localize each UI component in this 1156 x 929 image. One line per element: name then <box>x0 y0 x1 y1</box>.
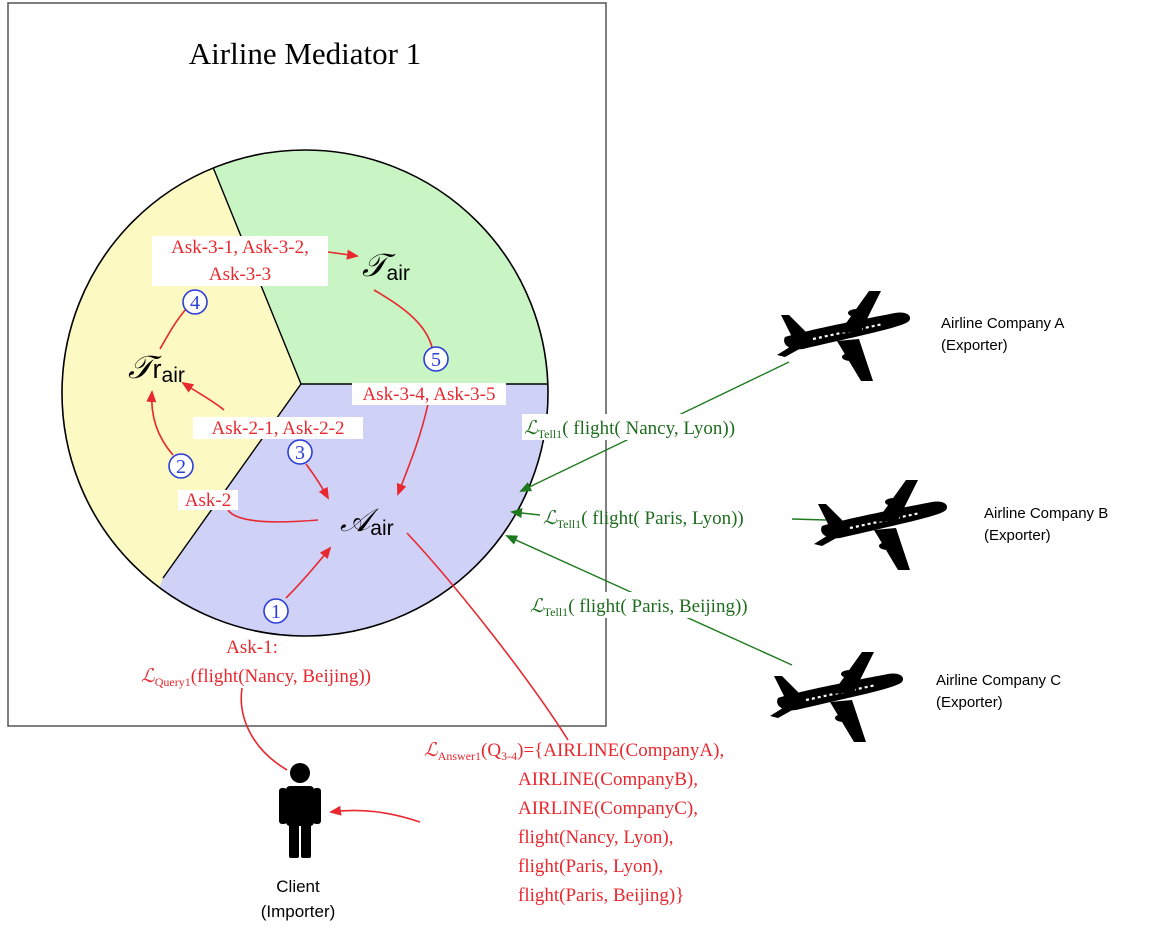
arrow-ask-2 <box>227 509 319 523</box>
label-ask-3-4: Ask-3-4, Ask-3-5 <box>363 384 496 405</box>
label-ask-2-1: Ask-2-1, Ask-2-2 <box>212 418 345 439</box>
airplane-icon-company-c <box>768 650 905 744</box>
answer-line-4: flight(Nancy, Lyon), <box>518 827 673 848</box>
tell-label-c: ℒTell1( flight( Paris, Beijing)) <box>530 596 748 619</box>
airplane-icon-company-b <box>812 478 949 572</box>
a-air-symbol: 𝒜air <box>340 502 394 540</box>
label-ask-2: Ask-2 <box>185 490 231 511</box>
step-2: 2 <box>168 453 194 479</box>
answer-line-3: AIRLINE(CompanyC), <box>518 798 698 819</box>
arrow-ask-2-1 <box>181 381 225 411</box>
client-role: (Importer) <box>261 902 336 921</box>
client-person-icon <box>279 763 321 858</box>
answer-line-6: flight(Paris, Beijing)} <box>518 885 684 906</box>
step-4: 4 <box>182 289 208 315</box>
svg-text:2: 2 <box>176 456 186 478</box>
step-3: 3 <box>287 439 313 465</box>
t-air-symbol: 𝒯air <box>362 247 410 285</box>
mediator-circle <box>62 150 548 636</box>
svg-text:4: 4 <box>190 292 200 314</box>
company-a-role: (Exporter) <box>941 337 1008 354</box>
sector-a-air <box>140 384 548 636</box>
arrow-a-air-to-answer <box>406 532 569 741</box>
answer-line-5: flight(Paris, Lyon), <box>518 856 663 877</box>
step-5: 5 <box>423 346 449 372</box>
label-ask-3-3: Ask-3-3 <box>209 264 271 285</box>
company-b-role: (Exporter) <box>984 527 1051 544</box>
company-b-name: Airline Company B <box>984 505 1108 522</box>
svg-text:1: 1 <box>271 601 281 623</box>
label-query: ℒQuery1(flight(Nancy, Beijing)) <box>141 666 371 689</box>
arrow-step-3 <box>305 463 329 500</box>
label-ask-1: Ask-1: <box>226 637 278 658</box>
svg-text:5: 5 <box>431 349 441 371</box>
arrow-step-4 <box>159 308 187 350</box>
answer-line-1: ℒAnswer1(Q3-4)={AIRLINE(CompanyA), <box>424 740 724 763</box>
tell-label-a: ℒTell1( flight( Nancy, Lyon)) <box>524 418 735 441</box>
arrow-ask-3-4 <box>396 403 429 496</box>
company-c-role: (Exporter) <box>936 694 1003 711</box>
tr-air-symbol: 𝒯rair <box>128 349 185 387</box>
airplane-icon-company-a <box>775 289 912 383</box>
client-name: Client <box>276 877 320 896</box>
arrow-step-1 <box>285 546 332 599</box>
arrow-answer-to-client <box>329 805 421 823</box>
arrow-tell-b <box>512 512 827 520</box>
tell-label-b: ℒTell1( flight( Paris, Lyon)) <box>543 508 744 531</box>
arrow-query-to-client <box>240 687 288 771</box>
company-a-name: Airline Company A <box>941 315 1064 332</box>
arrow-step-2 <box>146 390 174 456</box>
arrow-ask-3-1 <box>327 249 359 260</box>
answer-line-2: AIRLINE(CompanyB), <box>518 769 698 790</box>
mediator-title: Airline Mediator 1 <box>189 36 421 71</box>
svg-text:3: 3 <box>295 442 305 464</box>
step-1: 1 <box>263 598 289 624</box>
company-c-name: Airline Company C <box>936 672 1061 689</box>
arrow-t-air-to-5 <box>373 289 433 348</box>
label-ask-3-1: Ask-3-1, Ask-3-2, <box>171 237 309 258</box>
